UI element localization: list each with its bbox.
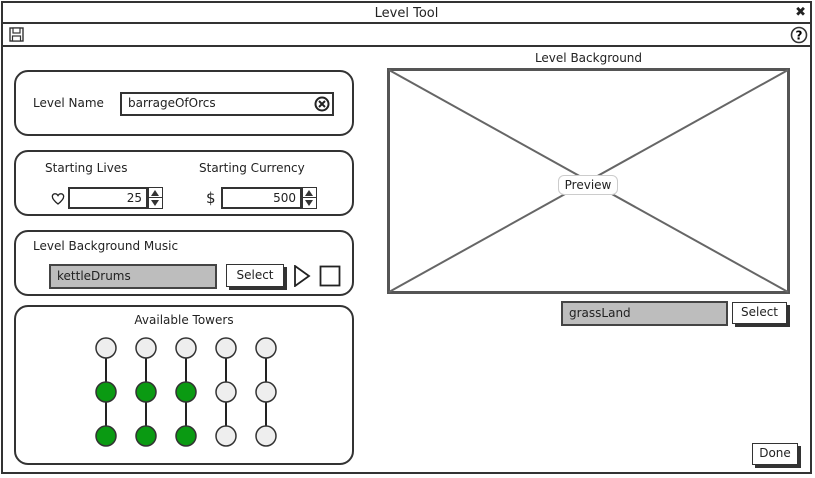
tower-toggle[interactable] — [135, 425, 157, 447]
heart-icon — [51, 190, 65, 209]
stepper-up-icon[interactable] — [151, 190, 159, 196]
background-select-button[interactable]: Select — [732, 302, 787, 324]
background-title: Level Background — [534, 51, 643, 65]
stepper-down-icon[interactable] — [151, 200, 159, 206]
toolbar: ? — [3, 24, 810, 47]
save-icon[interactable] — [9, 27, 24, 46]
music-select-button[interactable]: Select — [226, 264, 284, 287]
starting-values-panel: Starting Lives Starting Currency 25 $ 50… — [14, 150, 354, 216]
help-icon[interactable]: ? — [790, 26, 808, 48]
play-icon[interactable] — [293, 264, 311, 291]
starting-lives-input[interactable]: 25 — [68, 187, 148, 209]
tower-toggle[interactable] — [215, 337, 237, 359]
stepper-down-icon[interactable] — [305, 200, 313, 206]
window-title: Level Tool — [374, 6, 439, 21]
title-bar: Level Tool ✖ — [3, 3, 810, 24]
background-value: grassLand — [569, 306, 631, 320]
stepper-divider — [303, 197, 316, 198]
music-field[interactable]: kettleDrums — [49, 264, 217, 289]
starting-currency-label: Starting Currency — [199, 161, 305, 175]
tower-grid — [95, 337, 277, 447]
level-name-label: Level Name — [33, 96, 104, 110]
stop-icon[interactable] — [319, 265, 341, 291]
starting-lives-value: 25 — [126, 191, 142, 205]
clear-icon[interactable] — [314, 96, 330, 116]
close-icon[interactable]: ✖ — [795, 5, 806, 20]
background-preview — [387, 68, 790, 294]
currency-symbol: $ — [206, 189, 216, 207]
background-field[interactable]: grassLand — [561, 301, 728, 326]
tower-toggle[interactable] — [255, 381, 277, 403]
stepper-divider — [149, 197, 162, 198]
tower-toggle[interactable] — [135, 381, 157, 403]
lives-stepper[interactable] — [148, 187, 163, 209]
level-name-value: barrageOfOrcs — [128, 96, 216, 110]
towers-title: Available Towers — [134, 313, 234, 327]
done-button[interactable]: Done — [752, 443, 798, 465]
svg-text:?: ? — [796, 29, 803, 43]
towers-panel: Available Towers — [14, 305, 354, 465]
tower-toggle[interactable] — [175, 425, 197, 447]
music-value: kettleDrums — [57, 269, 131, 283]
tower-toggle[interactable] — [135, 337, 157, 359]
starting-lives-label: Starting Lives — [45, 161, 128, 175]
music-panel: Level Background Music kettleDrums Selec… — [14, 230, 354, 296]
level-name-panel: Level Name barrageOfOrcs — [14, 70, 354, 136]
currency-stepper[interactable] — [302, 187, 317, 209]
tower-toggle[interactable] — [95, 381, 117, 403]
tower-toggle[interactable] — [95, 425, 117, 447]
tower-toggle[interactable] — [255, 337, 277, 359]
starting-currency-value: 500 — [273, 191, 296, 205]
tower-toggle[interactable] — [95, 337, 117, 359]
tower-toggle[interactable] — [215, 381, 237, 403]
preview-label: Preview — [558, 175, 618, 195]
starting-currency-input[interactable]: 500 — [221, 187, 302, 209]
tower-toggle[interactable] — [215, 425, 237, 447]
stepper-up-icon[interactable] — [305, 190, 313, 196]
music-label: Level Background Music — [33, 239, 179, 253]
tower-toggle[interactable] — [255, 425, 277, 447]
level-name-input[interactable]: barrageOfOrcs — [120, 92, 334, 116]
tower-toggle[interactable] — [175, 337, 197, 359]
tower-toggle[interactable] — [175, 381, 197, 403]
